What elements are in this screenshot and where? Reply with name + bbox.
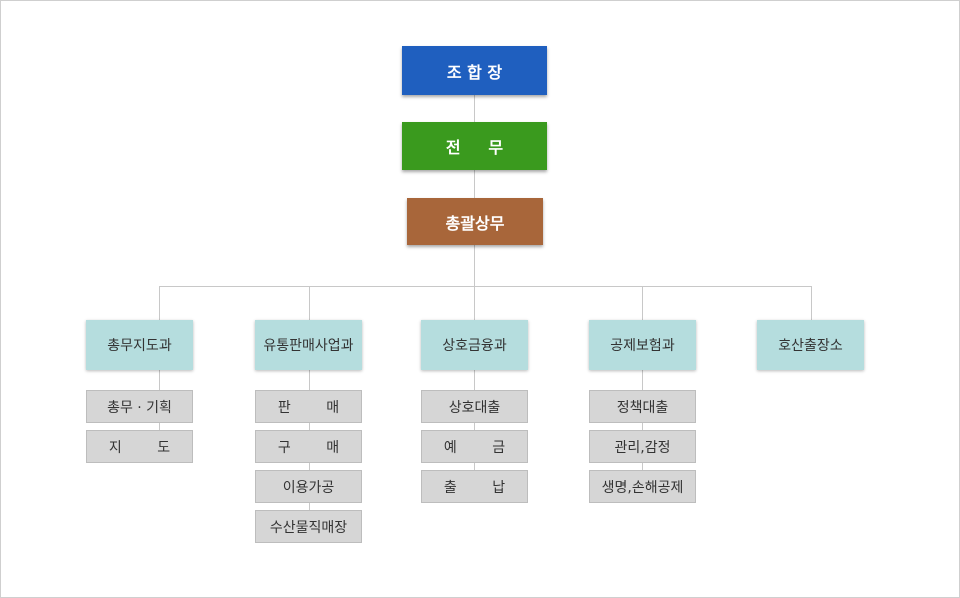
sub-item-processing: 이용가공 <box>255 470 362 503</box>
dept-general-affairs: 총무지도과 <box>86 320 193 370</box>
general-manager-box: 총괄상무 <box>407 198 543 245</box>
sub-item-mutual-loans: 상호대출 <box>421 390 528 423</box>
dept-insurance: 공제보험과 <box>589 320 696 370</box>
sub-item-seafood-store: 수산물직매장 <box>255 510 362 543</box>
sub-item-management-appraisal: 관리,감정 <box>589 430 696 463</box>
sub-item-sales: 판 매 <box>255 390 362 423</box>
ceo-box: 조 합 장 <box>402 46 547 95</box>
sub-item-deposits: 예 금 <box>421 430 528 463</box>
sub-item-guidance: 지 도 <box>86 430 193 463</box>
dept-distribution-sales: 유통판매사업과 <box>255 320 362 370</box>
sub-item-general-planning: 총무 · 기획 <box>86 390 193 423</box>
dept-mutual-finance: 상호금융과 <box>421 320 528 370</box>
sub-item-cashier: 출 납 <box>421 470 528 503</box>
sub-item-policy-loans: 정책대출 <box>589 390 696 423</box>
sub-item-purchasing: 구 매 <box>255 430 362 463</box>
sub-item-life-casualty: 생명,손해공제 <box>589 470 696 503</box>
executive-box: 전 무 <box>402 122 547 170</box>
dept-hosan-branch: 호산출장소 <box>757 320 864 370</box>
